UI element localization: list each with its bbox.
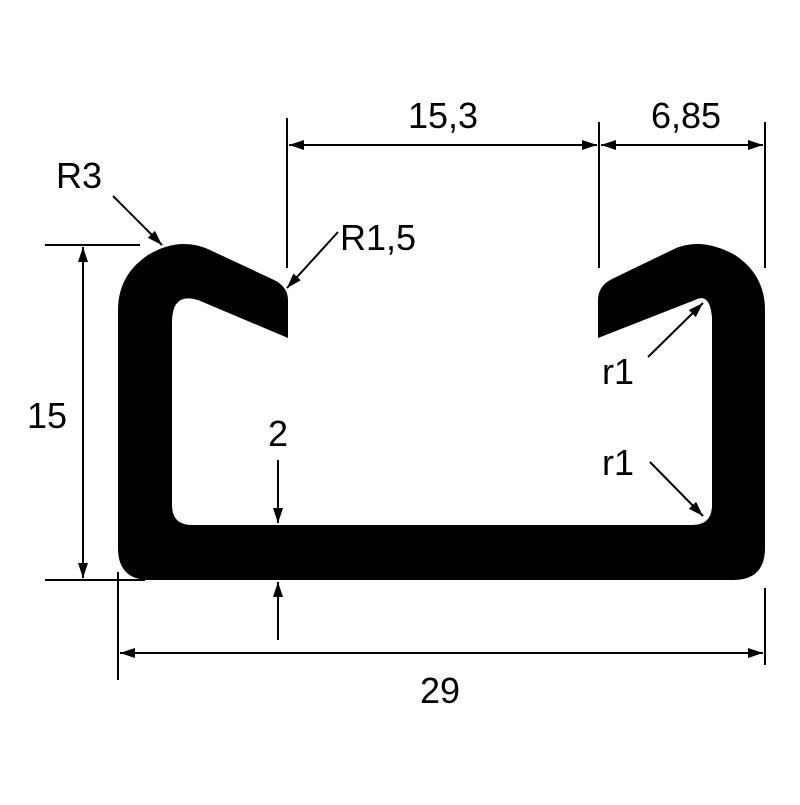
label-height: 15 [27,395,67,436]
label-inner-radius-bottom: r1 [602,442,634,483]
label-inner-radius-top: r1 [602,351,634,392]
label-thickness: 2 [268,413,288,454]
label-total-width: 29 [420,670,460,711]
leader-r1-5 [286,231,339,289]
label-lip-width: 6,85 [651,95,721,136]
label-lip-radius: R1,5 [340,217,416,258]
leader-r1-top [647,302,704,358]
c-profile-shape [118,244,765,580]
extension-lines [45,118,766,680]
leader-r3 [112,195,163,246]
label-opening-width: 15,3 [408,95,478,136]
leader-r1-bottom [649,461,704,517]
label-outer-radius: R3 [56,155,102,196]
